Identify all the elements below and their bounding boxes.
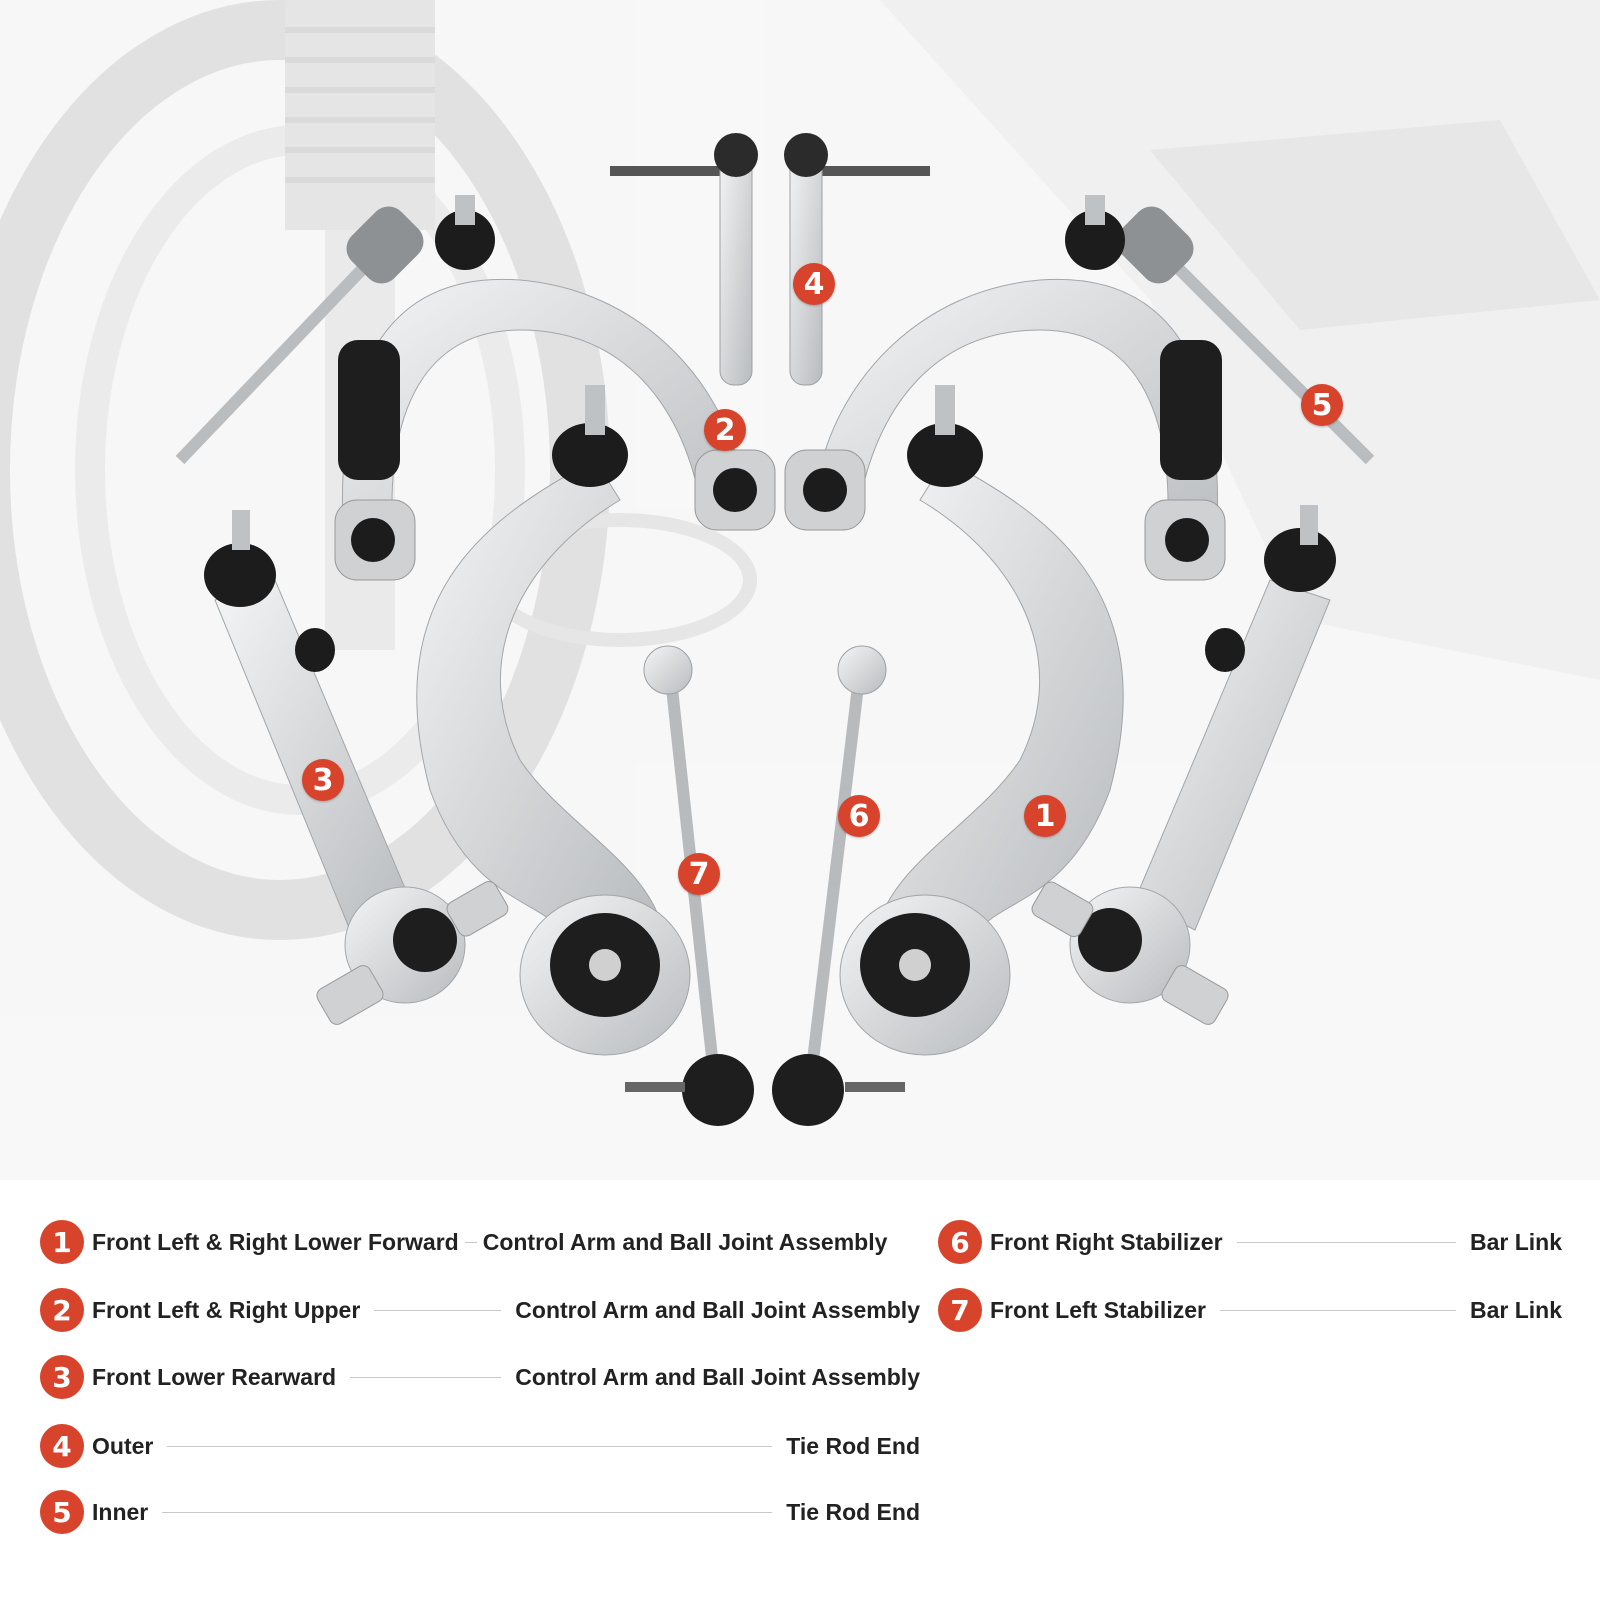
legend-item-3: 3 Front Lower Rearward Control Arm and B… [40,1355,920,1399]
legend-item-7: 7 Front Left Stabilizer Bar Link [938,1288,1562,1332]
callout-2: 2 [704,409,746,451]
product-illustration: 4 2 5 3 6 1 7 [0,0,1600,1126]
legend-position: Front Right Stabilizer [990,1228,1223,1255]
legend-position: Inner [92,1498,149,1525]
legend-position: Front Left Stabilizer [990,1296,1206,1323]
legend-number: 6 [938,1220,982,1264]
leader-line [374,1309,502,1311]
lower-forward-control-arm-left [416,385,691,1056]
legend-position: Front Left & Right Upper [92,1296,361,1323]
inner-tie-rod-right [1116,206,1375,465]
legend-item-6: 6 Front Right Stabilizer Bar Link [938,1220,1562,1264]
upper-control-arm-right [784,195,1226,581]
callout-1: 1 [1024,795,1066,837]
legend-number: 1 [40,1220,84,1264]
legend-part: Control Arm and Ball Joint Assembly [515,1363,920,1390]
leader-line [162,1511,773,1513]
legend-item-2: 2 Front Left & Right Upper Control Arm a… [40,1288,920,1332]
stabilizer-bar-link-right [772,645,905,1126]
leader-line [464,1241,477,1243]
lower-rearward-control-arm-left [204,510,509,1025]
leader-line [167,1445,773,1447]
legend-number: 5 [40,1490,84,1534]
callout-3: 3 [302,759,344,801]
callout-7: 7 [678,853,720,895]
callout-4: 4 [793,263,835,305]
lower-rearward-control-arm-right [1031,505,1336,1025]
legend-item-5: 5 Inner Tie Rod End [40,1490,920,1534]
legend-number: 2 [40,1288,84,1332]
upper-control-arm-left [334,195,776,581]
legend-number: 3 [40,1355,84,1399]
callout-6: 6 [838,795,880,837]
legend-number: 7 [938,1288,982,1332]
legend-part: Control Arm and Ball Joint Assembly [515,1296,920,1323]
inner-tie-rod-left [175,206,424,465]
legend-part: Bar Link [1469,1296,1562,1323]
leader-line [1236,1241,1456,1243]
leader-line [1219,1309,1456,1311]
legend-part: Control Arm and Ball Joint Assembly [482,1228,888,1255]
parts-legend: 1 Front Left & Right Lower Forward Contr… [0,1190,1600,1600]
parts-drawing [0,0,1600,1126]
legend-number: 4 [40,1424,84,1468]
legend-item-4: 4 Outer Tie Rod End [40,1424,920,1468]
legend-part: Tie Rod End [786,1432,920,1459]
legend-item-1: 1 Front Left & Right Lower Forward Contr… [40,1220,930,1264]
legend-position: Front Left & Right Lower Forward [92,1228,459,1255]
legend-part: Bar Link [1469,1228,1562,1255]
callout-5: 5 [1301,384,1343,426]
outer-tie-rod-end-left [610,133,758,386]
legend-position: Front Lower Rearward [92,1363,337,1390]
legend-part: Tie Rod End [786,1498,920,1525]
leader-line [350,1376,502,1378]
legend-position: Outer [92,1432,154,1459]
outer-tie-rod-end-right [784,133,930,386]
